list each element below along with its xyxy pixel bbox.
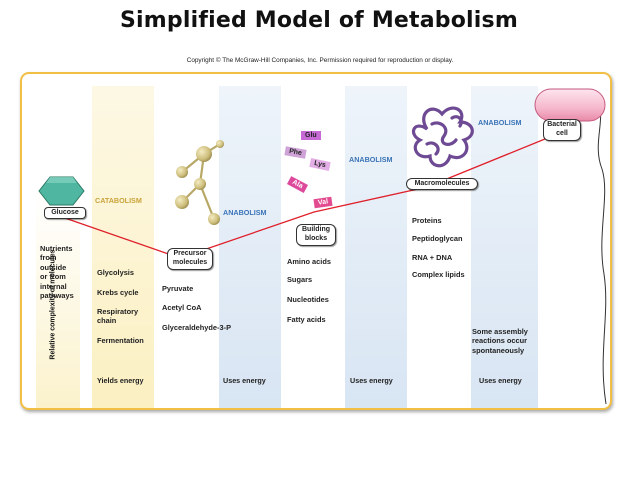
building-block-amino-acids: Amino acids: [287, 257, 331, 266]
anabolism-1-energy: Uses energy: [223, 376, 266, 385]
anabolism-2-energy: Uses energy: [350, 376, 393, 385]
macromolecule-shape: [411, 106, 474, 168]
anabolism-band-3: [471, 86, 538, 408]
catabolism-energy: Yields energy: [97, 376, 144, 385]
anabolism-band-2: [345, 86, 407, 408]
anabolism-band-1: [219, 86, 281, 408]
macromolecule-peptidoglycan: Peptidoglycan: [412, 234, 463, 243]
diagram-frame: Relative complexity of molecules CATABOL…: [20, 72, 612, 410]
pathway-fermentation: Fermentation: [97, 336, 144, 345]
macromolecule-rna-dna: RNA + DNA: [412, 253, 453, 262]
macromolecule-proteins: Proteins: [412, 216, 442, 225]
section-catabolism: CATABOLISM: [95, 196, 142, 205]
building-block-sugars: Sugars: [287, 275, 313, 284]
macromolecule-complex-lipids: Complex lipids: [412, 270, 465, 279]
section-anabolism-3: ANABOLISM: [478, 118, 522, 127]
precursor-atoms: [175, 140, 224, 225]
nutrient-band: [36, 191, 80, 408]
bacterial-cell-body: [534, 88, 606, 122]
precursor-glyceraldehyde: Glyceraldehyde-3-P: [162, 323, 232, 332]
bacterial-cell-flagellum: [597, 103, 607, 405]
precursor-acetyl-coa: Acetyl CoA: [162, 303, 202, 312]
anabolism-3-energy: Uses energy: [479, 376, 522, 385]
glucose-label: Glucose: [44, 207, 86, 219]
metabolism-graphics: [38, 88, 607, 405]
section-anabolism-1: ANABOLISM: [223, 208, 267, 217]
copyright-notice: Copyright © The McGraw-Hill Companies, I…: [186, 57, 454, 64]
pathway-arrow: [61, 128, 570, 259]
pathway-krebs-cycle: Krebs cycle: [97, 288, 139, 297]
catabolism-band: [92, 86, 154, 408]
building-block-nucleotides: Nucleotides: [287, 295, 329, 304]
section-anabolism-2: ANABOLISM: [349, 155, 393, 164]
page-title: Simplified Model of Metabolism: [120, 8, 518, 33]
building-block-fatty-acids: Fatty acids: [287, 315, 326, 324]
macromolecules-box: Macromolecules: [406, 178, 478, 190]
amino-acid-glu: Glu: [301, 131, 321, 140]
pathway-glycolysis: Glycolysis: [97, 268, 134, 277]
precursor-pyruvate: Pyruvate: [162, 284, 194, 293]
